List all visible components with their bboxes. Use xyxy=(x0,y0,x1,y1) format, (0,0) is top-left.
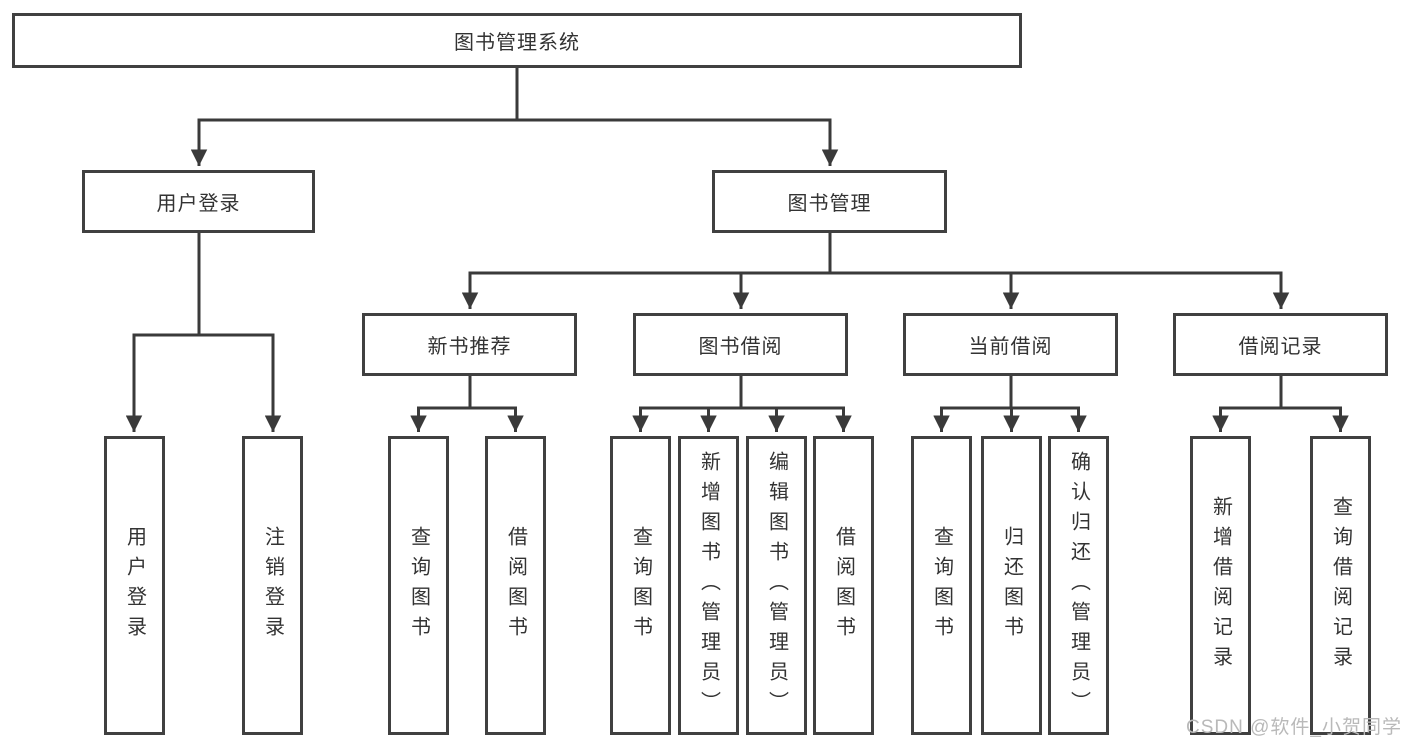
leaf-add-books-admin-label: 新增图书（管理员） xyxy=(697,450,720,721)
leaf-query-books-current: 查询图书 xyxy=(911,436,972,735)
node-new-book-recommend: 新书推荐 xyxy=(362,313,577,376)
node-new-book-recommend-label: 新书推荐 xyxy=(427,336,512,358)
node-borrow-records-label: 借阅记录 xyxy=(1238,336,1323,358)
leaf-query-books-recommend-label: 查询图书 xyxy=(407,525,430,646)
leaf-borrow-books-recommend-label: 借阅图书 xyxy=(504,525,527,646)
leaf-user-login: 用户登录 xyxy=(104,436,165,735)
node-user-login: 用户登录 xyxy=(82,170,315,233)
leaf-logout-login-label: 注销登录 xyxy=(261,525,284,646)
leaf-add-borrow-record-label: 新增借阅记录 xyxy=(1209,495,1232,676)
leaf-borrow-books-recommend: 借阅图书 xyxy=(485,436,546,735)
leaf-add-books-admin: 新增图书（管理员） xyxy=(678,436,739,735)
node-library-system-label: 图书管理系统 xyxy=(454,32,580,54)
leaf-confirm-return-admin-label: 确认归还（管理员） xyxy=(1067,450,1090,721)
leaf-return-books: 归还图书 xyxy=(981,436,1042,735)
leaf-add-borrow-record: 新增借阅记录 xyxy=(1190,436,1251,735)
node-book-borrow-label: 图书借阅 xyxy=(698,336,783,358)
node-library-system: 图书管理系统 xyxy=(12,13,1022,68)
leaf-query-borrow-record: 查询借阅记录 xyxy=(1310,436,1371,735)
node-book-borrow: 图书借阅 xyxy=(633,313,848,376)
node-user-login-label: 用户登录 xyxy=(156,193,241,215)
leaf-query-books-borrow-label: 查询图书 xyxy=(629,525,652,646)
leaf-query-books-borrow: 查询图书 xyxy=(610,436,671,735)
leaf-confirm-return-admin: 确认归还（管理员） xyxy=(1048,436,1109,735)
leaf-edit-books-admin-label: 编辑图书（管理员） xyxy=(765,450,788,721)
leaf-logout-login: 注销登录 xyxy=(242,436,303,735)
leaf-return-books-label: 归还图书 xyxy=(1000,525,1023,646)
leaf-query-books-current-label: 查询图书 xyxy=(930,525,953,646)
leaf-query-borrow-record-label: 查询借阅记录 xyxy=(1329,495,1352,676)
leaf-user-login-label: 用户登录 xyxy=(123,525,146,646)
leaf-query-books-recommend: 查询图书 xyxy=(388,436,449,735)
leaf-borrow-books: 借阅图书 xyxy=(813,436,874,735)
leaf-borrow-books-label: 借阅图书 xyxy=(832,525,855,646)
node-book-management-label: 图书管理 xyxy=(787,193,872,215)
node-current-borrow-label: 当前借阅 xyxy=(968,336,1053,358)
csdn-watermark: CSDN @软件_小贺同学 xyxy=(1186,717,1402,738)
leaf-edit-books-admin: 编辑图书（管理员） xyxy=(746,436,807,735)
node-book-management: 图书管理 xyxy=(712,170,947,233)
node-current-borrow: 当前借阅 xyxy=(903,313,1118,376)
node-borrow-records: 借阅记录 xyxy=(1173,313,1388,376)
